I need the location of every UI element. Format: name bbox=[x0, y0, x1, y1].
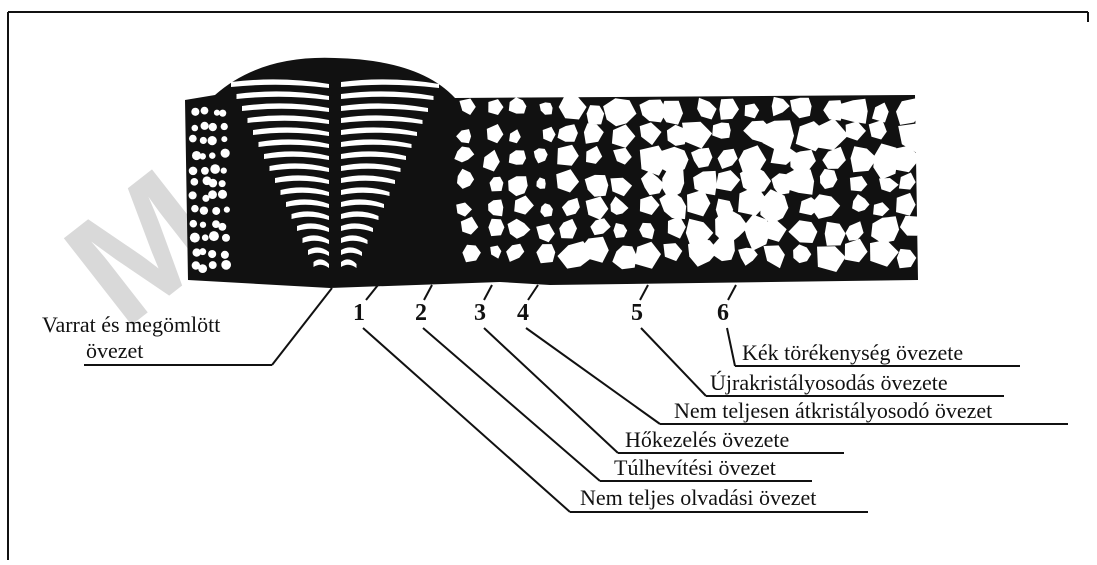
edge-grain bbox=[219, 180, 226, 187]
edge-grain bbox=[218, 190, 227, 199]
zone-tick-5 bbox=[640, 285, 648, 300]
zone-label-5: Újrakristályosodás övezete bbox=[710, 370, 948, 395]
weld-leader bbox=[272, 288, 332, 365]
weld-label-line1: Varrat és megömlött bbox=[42, 312, 220, 337]
zone-number-1: 1 bbox=[353, 300, 365, 326]
edge-grain bbox=[189, 135, 197, 143]
edge-grain bbox=[209, 261, 217, 269]
edge-grain bbox=[222, 234, 230, 242]
edge-grain bbox=[200, 206, 208, 214]
zone-tick-3 bbox=[484, 285, 492, 300]
edge-grain bbox=[191, 108, 199, 116]
edge-grain bbox=[218, 223, 226, 231]
edge-grain bbox=[221, 168, 227, 174]
edge-grain bbox=[224, 207, 230, 213]
edge-grain bbox=[202, 234, 209, 241]
zone-label-2: Túlhevítési övezet bbox=[614, 455, 776, 480]
zone-ticks bbox=[366, 285, 736, 300]
edge-grain bbox=[210, 164, 220, 174]
zone-tick-4 bbox=[528, 285, 538, 300]
edge-grain bbox=[189, 220, 197, 228]
edge-grain bbox=[189, 167, 198, 176]
edge-grain bbox=[209, 179, 218, 188]
zone-label-4: Nem teljesen átkristályosodó övezet bbox=[674, 398, 992, 423]
zone-leader-4 bbox=[526, 328, 660, 424]
edge-grain bbox=[200, 137, 207, 144]
zone-number-6: 6 bbox=[717, 300, 729, 326]
edge-grain bbox=[209, 123, 217, 131]
edge-grain bbox=[221, 260, 231, 270]
edge-grain bbox=[221, 136, 227, 142]
edge-grain bbox=[221, 123, 228, 130]
zone-number-5: 5 bbox=[631, 300, 643, 326]
zone-tick-6 bbox=[728, 285, 736, 300]
edge-grain bbox=[191, 178, 199, 186]
edge-grain bbox=[199, 248, 206, 255]
zone-label-1: Nem teljes olvadási övezet bbox=[580, 485, 816, 510]
zone-leader-5 bbox=[641, 328, 706, 396]
edge-grain bbox=[221, 251, 229, 259]
edge-grain bbox=[200, 153, 206, 159]
edge-grain bbox=[201, 122, 209, 130]
zone-leader-1 bbox=[363, 328, 570, 512]
edge-grain bbox=[200, 222, 206, 228]
edge-grain bbox=[201, 107, 209, 115]
weld-label-line2: övezet bbox=[86, 338, 143, 363]
zone-leader-6 bbox=[727, 328, 735, 366]
edge-grain bbox=[208, 190, 217, 199]
edge-grain bbox=[221, 149, 230, 158]
edge-grain bbox=[214, 110, 220, 116]
zone-callout-6: Kék törékenység övezete bbox=[727, 328, 1020, 366]
edge-grain bbox=[219, 110, 226, 117]
metal-cross-section bbox=[185, 58, 924, 288]
edge-grain bbox=[208, 250, 216, 258]
edge-grain bbox=[209, 152, 215, 158]
edge-grain bbox=[212, 207, 220, 215]
edge-grain bbox=[201, 167, 209, 175]
edge-grain bbox=[190, 233, 200, 243]
edge-grain bbox=[191, 205, 199, 213]
zone-number-2: 2 bbox=[415, 300, 427, 326]
zone-number-3: 3 bbox=[474, 300, 486, 326]
zone-label-6: Kék törékenység övezete bbox=[742, 340, 963, 365]
edge-grain bbox=[208, 136, 217, 145]
edge-grain bbox=[189, 191, 197, 199]
zone-tick-2 bbox=[424, 285, 432, 300]
zone-label-3: Hőkezelés övezete bbox=[625, 427, 789, 452]
edge-grain bbox=[192, 125, 199, 132]
base-grain bbox=[712, 123, 731, 139]
zone-number-4: 4 bbox=[517, 300, 529, 326]
zone-tick-1 bbox=[366, 285, 378, 300]
edge-grain bbox=[209, 231, 219, 241]
edge-grain bbox=[198, 264, 207, 273]
